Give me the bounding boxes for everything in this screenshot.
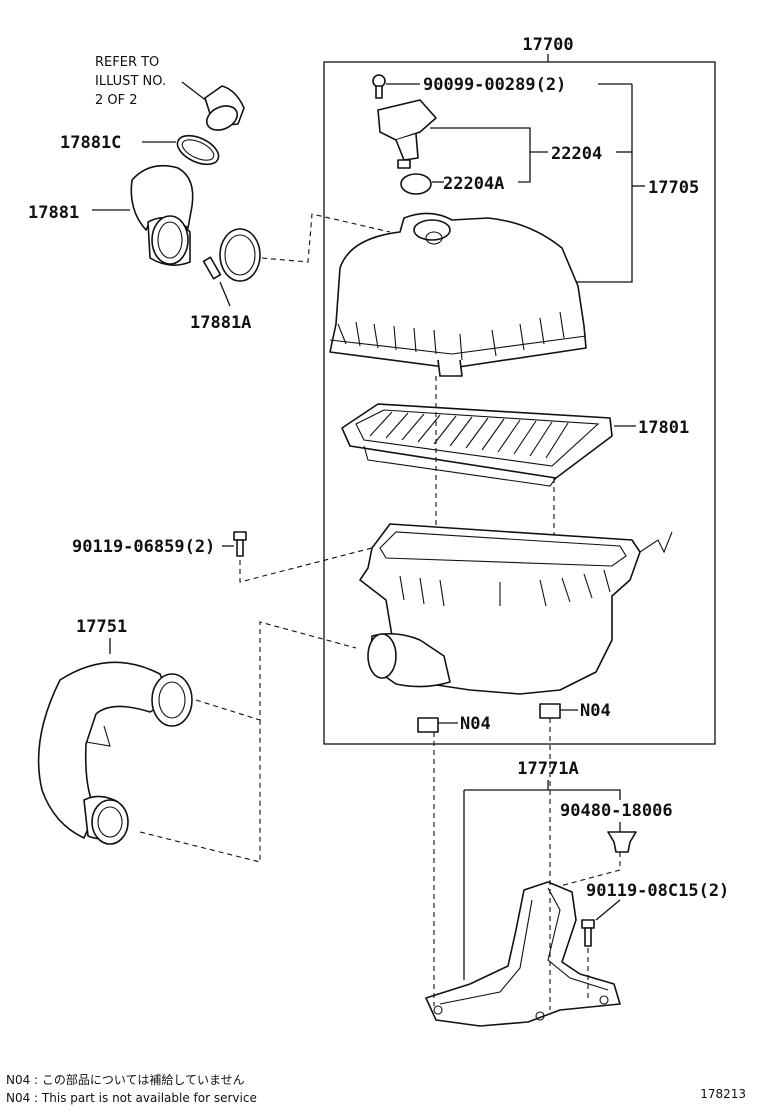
label-22204a: 22204A [443,174,504,194]
filter-element-17801 [341,403,613,487]
label-17801: 17801 [638,418,689,438]
label-90099-00289: 90099-00289(2) [423,75,566,95]
footnote-japanese: N04 : この部品については補給していません [6,1072,245,1087]
label-22204: 22204 [551,144,602,164]
screw-90099-00289 [372,74,386,99]
grommet-n04-right [539,703,561,719]
label-90119-06859: 90119-06859(2) [72,537,215,557]
grommet-n04-left [417,717,439,733]
hose-17881 [130,164,194,266]
clip-90480-18006 [607,831,637,853]
label-17881c: 17881C [60,133,121,153]
label-17751: 17751 [76,617,127,637]
label-90119-08c15: 90119-08C15(2) [586,881,729,901]
footnote-english: N04 : This part is not available for ser… [6,1091,257,1105]
label-17700: 17700 [522,35,573,55]
refer-note-line1: REFER TO [95,55,159,70]
label-17881a: 17881A [190,313,251,333]
assembly-frame-17700 [323,61,716,745]
bolt-90119-06859 [233,531,247,557]
clamp-17881c [176,134,220,166]
label-17705: 17705 [648,178,699,198]
label-90480-18006: 90480-18006 [560,801,673,821]
bolt-90119-08c15 [581,919,595,947]
label-17881: 17881 [28,203,79,223]
label-n04-left: N04 [460,714,491,734]
refer-note-line2: ILLUST NO. [95,74,166,89]
refer-note-line3: 2 OF 2 [95,93,138,108]
label-17771a: 17771A [517,759,578,779]
clamp-17881a [202,228,261,282]
airflow-sensor-22204 [377,99,437,169]
o-ring-22204a [400,173,432,195]
intake-hose-17751 [37,661,193,845]
bracket-17771a [425,881,621,1027]
inlet-pipe-end [204,85,245,131]
air-cleaner-cap-17705 [329,212,587,377]
label-n04-right: N04 [580,701,611,721]
air-cleaner-case-lower [359,523,673,733]
figure-number: 178213 [700,1087,746,1101]
